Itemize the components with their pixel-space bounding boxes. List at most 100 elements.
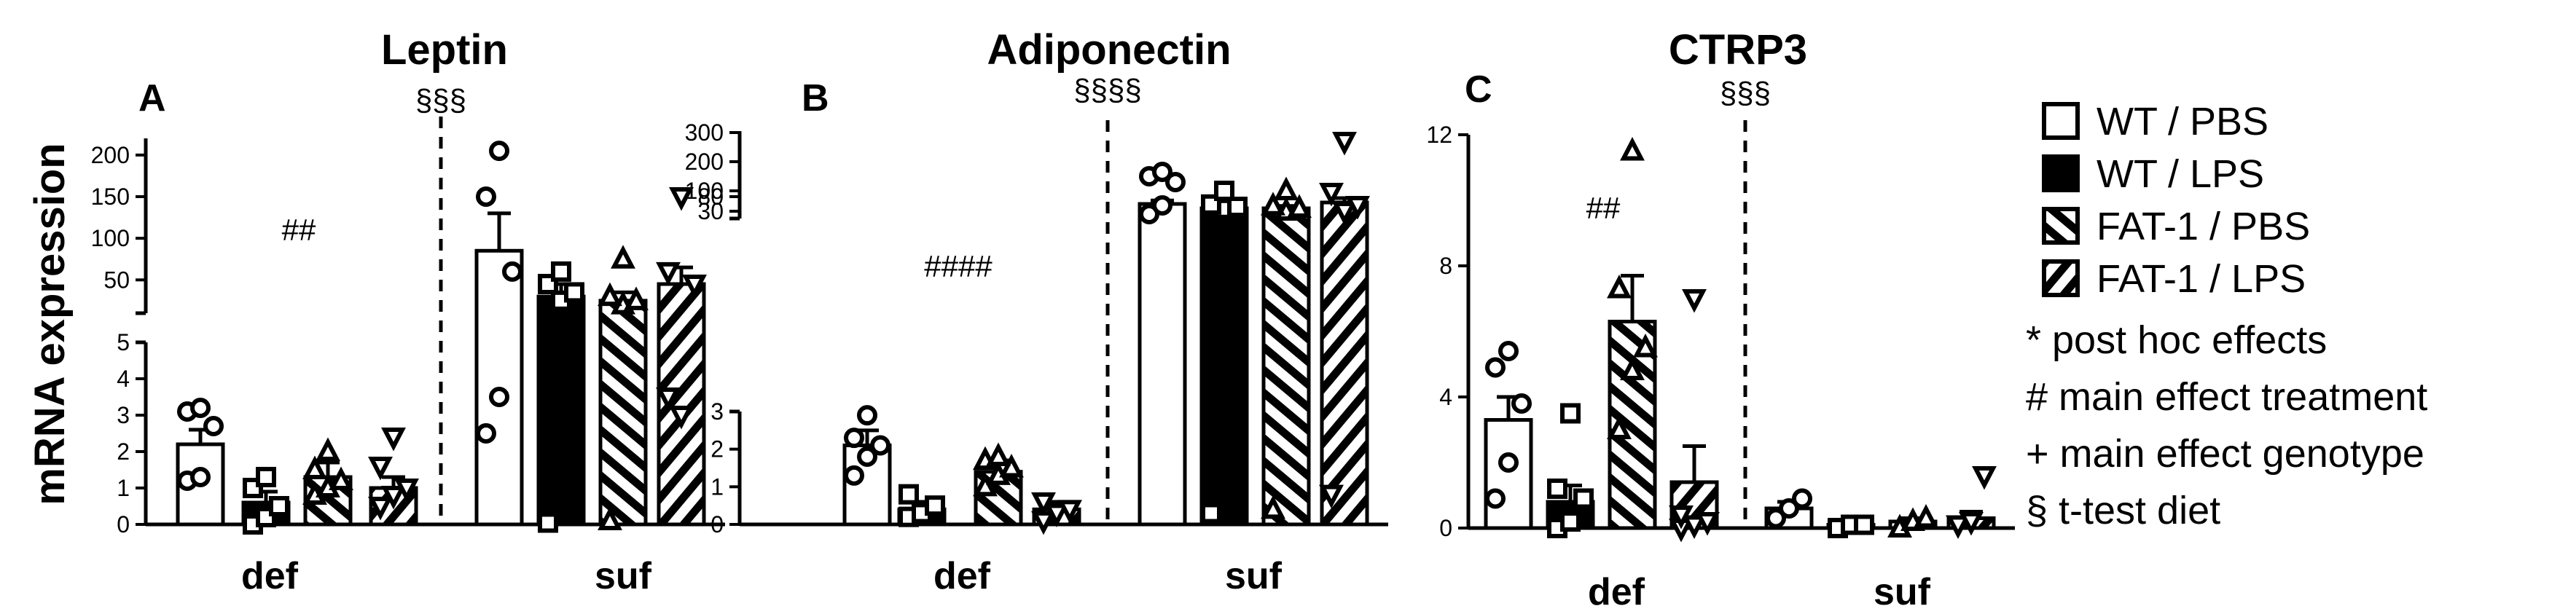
data-point [1332,132,1357,156]
data-point [1319,183,1344,207]
data-point [476,423,496,444]
legend-note: § t-test diet [2026,489,2220,532]
bar-group-wt-pbs-def [1484,341,1533,530]
data-point [190,398,211,418]
y-tick-label: 200 [685,149,724,175]
bar-group-fat-1-pbs-def [302,437,353,527]
data-point [1682,289,1707,313]
data-point [368,457,393,481]
data-point [1682,515,1707,539]
y-tick-label: 150 [91,184,130,210]
panel-title: CTRP3 [1669,26,1807,74]
data-point [1607,275,1632,299]
data-point [1227,197,1248,217]
bar-group-fat-1-lps-suf [656,187,707,527]
data-point [1261,192,1285,216]
data-point [844,428,864,449]
data-point [502,261,522,282]
data-point [1547,479,1567,499]
bar-group-fat-1-lps-def [368,428,419,527]
data-point [986,442,1011,466]
bar-group-fat-1-lps-suf [1319,132,1370,527]
data-point [190,467,211,487]
bar [1261,206,1311,527]
data-point [1319,484,1344,509]
y-tick-label: 3 [710,398,724,425]
data-point [999,454,1024,478]
legend-label-wt-lps: WT / LPS [2097,152,2264,196]
diet-label-suf: suf [1874,571,1931,613]
bar [1484,418,1533,530]
data-point [329,466,353,490]
y-tick-label: 5 [117,329,130,355]
data-point [1573,488,1594,509]
treatment-effect-annotation: ## [282,213,316,247]
data-point [1633,334,1658,358]
bar-group-wt-pbs-suf [474,141,524,527]
data-point [669,406,694,430]
diet-label-suf: suf [1225,555,1283,597]
diet-ttest-annotation: §§§ [1720,76,1771,110]
data-point [1695,512,1720,536]
data-point [899,484,919,505]
panel-title: Leptin [381,26,508,74]
data-point [1511,393,1532,414]
bar [598,299,648,527]
y-tick-label: 200 [91,142,130,168]
legend-note: * post hoc effects [2026,318,2327,362]
data-point [1620,356,1645,380]
y-axis-label: mRNA expression [26,143,74,505]
data-point [1946,515,1970,539]
data-point [1152,162,1172,182]
data-point [381,428,406,452]
legend-label-fat-1-pbs: FAT-1 / PBS [2097,205,2310,248]
data-point [381,486,406,510]
data-point [269,496,289,516]
legend-swatch-wt-pbs [2042,102,2080,140]
y-tick-label: 12 [1426,122,1452,148]
y-tick-label: 1 [710,473,724,500]
panel-title: Adiponectin [987,26,1231,74]
data-point [1792,488,1812,509]
y-tick-label: 4 [1439,384,1452,410]
data-point [1165,172,1186,192]
treatment-effect-annotation: ## [1586,191,1621,225]
y-tick-label: 100 [91,225,130,251]
data-point [1201,503,1221,524]
legend-label-wt-pbs: WT / PBS [2097,100,2268,143]
y-tick-label: 1 [117,475,130,501]
panel-letter: B [802,77,829,119]
data-point [316,437,340,461]
y-tick-label: 0 [1439,515,1452,541]
bar-group-fat-1-lps-def [1031,492,1082,535]
data-point [551,261,571,282]
y-tick-label: 2 [710,436,724,463]
data-point [669,187,694,211]
data-point [1854,514,1874,535]
y-tick-label: 3 [117,402,130,428]
diet-label-suf: suf [595,555,652,597]
data-point [656,387,681,412]
diet-label-def: def [933,555,991,597]
data-point [476,186,496,207]
y-tick-label: 4 [117,366,130,392]
data-point [1972,466,1997,490]
data-point [1031,492,1056,516]
bar-group-fat-1-lps-def [1669,289,1720,543]
data-point [1766,508,1786,529]
data-point [256,467,276,487]
data-point [394,479,419,503]
data-point [1332,202,1357,226]
y-tick-label: 2 [117,438,130,465]
y-tick-label: 50 [103,267,130,293]
data-point [1214,181,1234,201]
data-point [1498,341,1519,361]
data-point [925,495,945,516]
bar-group-fat-1-pbs-def [1607,137,1658,530]
bar [536,294,586,527]
legend-swatch-wt-lps [2042,154,2080,192]
